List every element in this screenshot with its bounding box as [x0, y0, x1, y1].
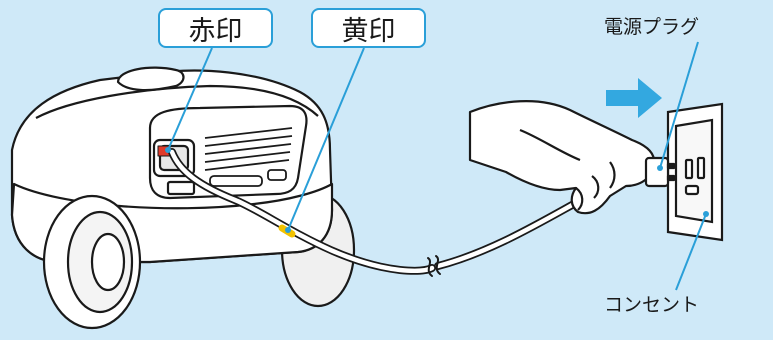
outlet-label: コンセント — [604, 290, 699, 317]
vacuum-handle — [118, 68, 184, 90]
power-plug — [646, 158, 668, 186]
red-mark-text: 赤印 — [189, 9, 243, 48]
hand-holding-plug — [470, 101, 674, 213]
insert-arrow — [606, 78, 662, 118]
power-plug-label: 電源プラグ — [604, 12, 699, 39]
yellow-mark-text: 黄印 — [342, 9, 396, 48]
wall-outlet — [668, 104, 722, 240]
yellow-mark-label: 黄印 — [311, 8, 426, 48]
vacuum-cleaner — [12, 68, 354, 328]
red-mark-label: 赤印 — [158, 8, 273, 48]
